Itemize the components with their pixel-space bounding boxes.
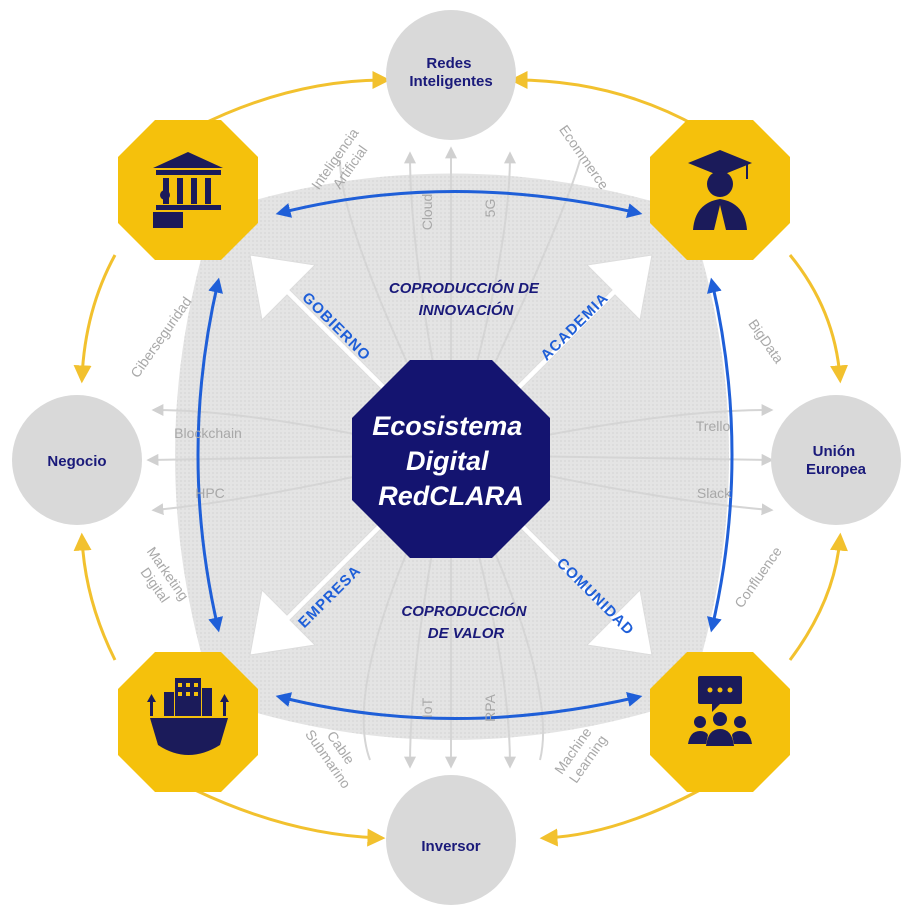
center-octagon bbox=[352, 360, 550, 558]
band-bottom-line-1: COPRODUCCIÓN bbox=[401, 602, 527, 620]
tech-slack: Slack bbox=[697, 485, 732, 501]
label-redes-line-1: Redes bbox=[426, 55, 471, 72]
octagon-gobierno bbox=[118, 120, 258, 260]
band-label-valor: COPRODUCCIÓN DE VALOR bbox=[401, 602, 530, 642]
band-top-line-1: COPRODUCCIÓN DE bbox=[389, 279, 540, 297]
band-top-line-2: INNOVACIÓN bbox=[419, 301, 515, 319]
tech-confluence: Confluence bbox=[731, 543, 785, 610]
label-redes-inteligentes: Redes Inteligentes bbox=[409, 55, 492, 90]
graduate-icon bbox=[688, 150, 752, 230]
node-negocio bbox=[12, 395, 142, 525]
label-union-europea: Unión Europea bbox=[806, 443, 867, 478]
arrow-empresa bbox=[249, 509, 396, 656]
label-union-line-2: Europea bbox=[806, 461, 867, 478]
tech-trello: Trello bbox=[696, 418, 731, 434]
band-label-innovacion: COPRODUCCIÓN DE INNOVACIÓN bbox=[389, 279, 543, 319]
node-redes-inteligentes bbox=[386, 10, 516, 140]
label-negocio: Negocio bbox=[47, 453, 106, 470]
node-union-europea bbox=[771, 395, 901, 525]
government-building-icon bbox=[153, 152, 223, 228]
center-title-line-3: RedCLARA bbox=[378, 481, 524, 511]
arrow-academia bbox=[506, 254, 653, 401]
node-inversor bbox=[386, 775, 516, 905]
center-title-line-1: Ecosistema bbox=[372, 411, 522, 441]
arrow-gobierno bbox=[249, 254, 396, 401]
tech-ecommerce: Ecommerce bbox=[556, 122, 612, 193]
outer-nodes bbox=[12, 10, 901, 905]
community-chat-icon bbox=[688, 676, 752, 746]
tech-cloud: Cloud bbox=[419, 194, 435, 231]
tech-hpc: HPC bbox=[195, 485, 225, 501]
arrow-comunidad bbox=[506, 509, 653, 656]
coproduction-arrows bbox=[196, 190, 734, 720]
tech-5g: 5G bbox=[482, 199, 498, 218]
industry-gear-icon bbox=[147, 678, 229, 755]
label-inversor: Inversor bbox=[421, 838, 480, 855]
tech-blockchain: Blockchain bbox=[174, 425, 242, 441]
outer-ring-arrows bbox=[73, 71, 849, 847]
tech-bigdata: BigData bbox=[745, 316, 787, 366]
label-redes-line-2: Inteligentes bbox=[409, 73, 492, 90]
tech-rpa: RPA bbox=[482, 693, 498, 721]
svg-text:Ecosistema Digital Red: Ecosistema Digital RedCLARA bbox=[372, 411, 530, 511]
label-union-line-1: Unión bbox=[813, 443, 856, 460]
band-bottom-line-2: DE VALOR bbox=[428, 625, 505, 642]
tech-iot: IoT bbox=[419, 697, 435, 718]
stakeholder-arrows bbox=[249, 254, 653, 656]
center-title-line-2: Digital bbox=[406, 446, 489, 476]
